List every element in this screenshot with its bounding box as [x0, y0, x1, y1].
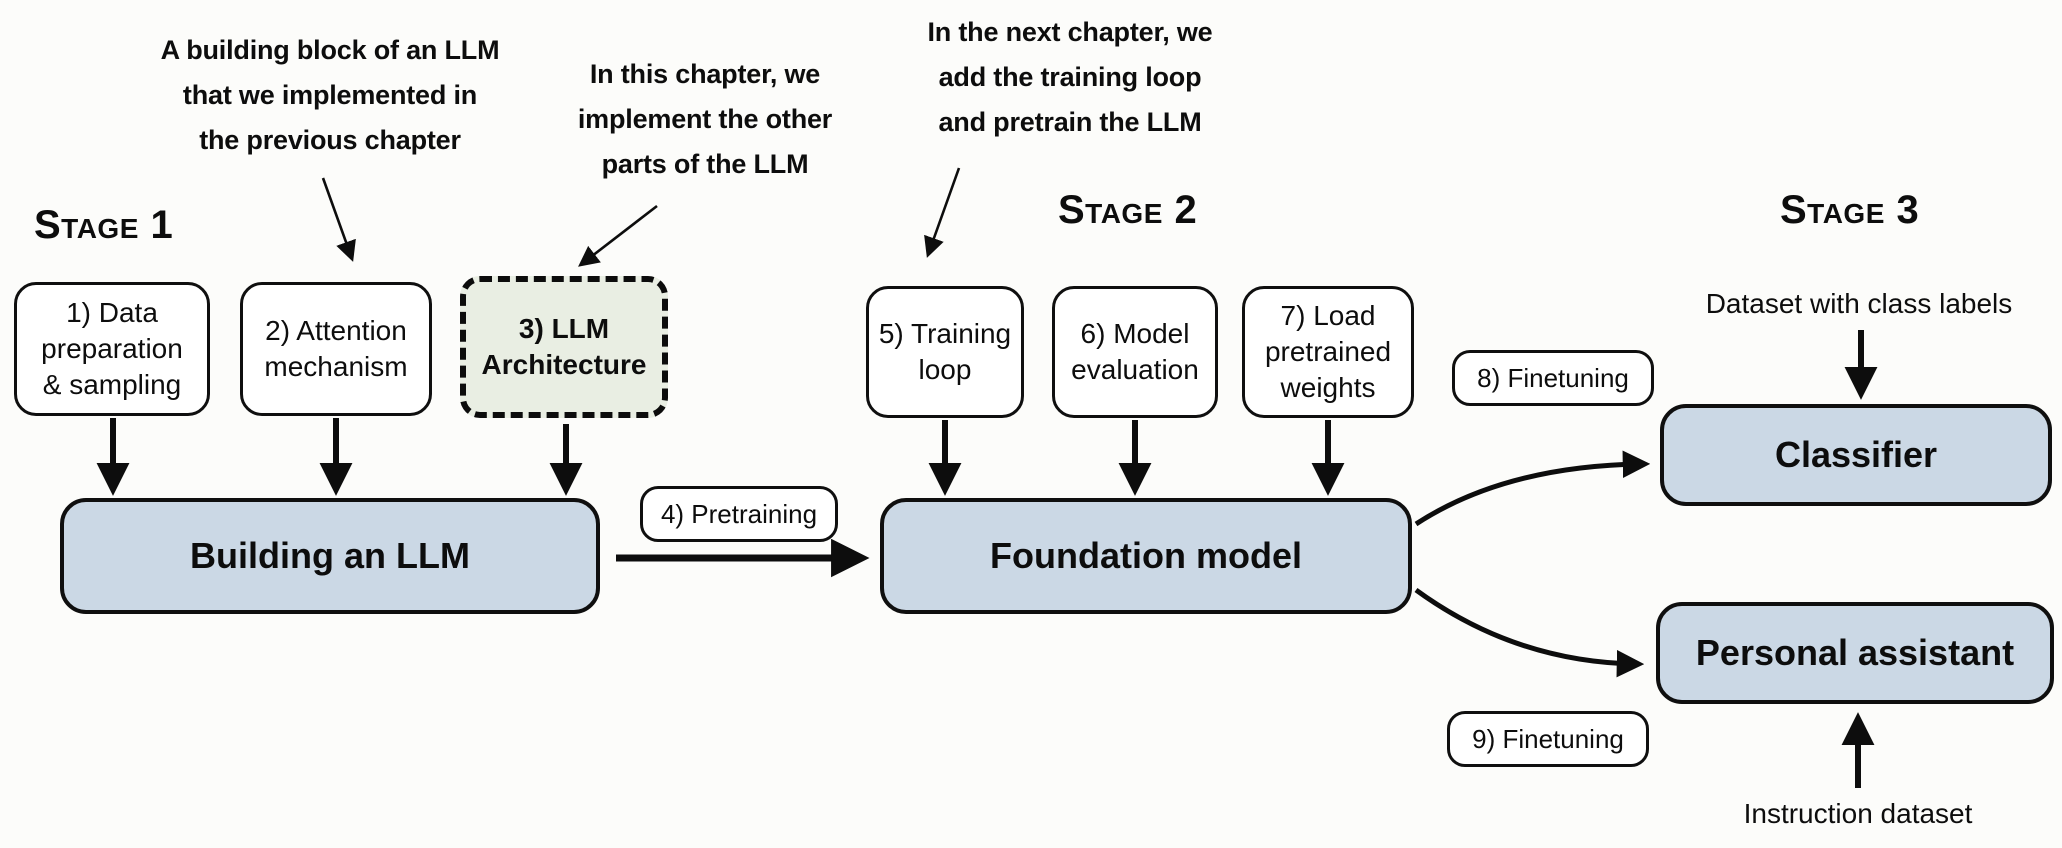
- step-box-data-preparation: 1) Data preparation & sampling: [14, 282, 210, 416]
- main-box-building-an-llm: Building an LLM: [60, 498, 600, 614]
- annotation-building-block: A building block of an LLM that we imple…: [160, 35, 500, 155]
- main-box-foundation-model: Foundation model: [880, 498, 1412, 614]
- arrow-annotation-to-attention: [321, 177, 356, 262]
- arrow-annotation-to-architecture: [578, 204, 658, 267]
- step-box-attention-mechanism: 2) Attention mechanism: [240, 282, 432, 416]
- annotation-next-chapter: In the next chapter, we add the training…: [927, 17, 1213, 137]
- main-box-classifier: Classifier: [1660, 404, 2052, 506]
- step-box-finetuning-assistant: 9) Finetuning: [1447, 711, 1649, 767]
- stage-3-label: Stage 3: [1780, 188, 1920, 232]
- stage-2-label: Stage 2: [1058, 188, 1198, 232]
- step-box-llm-architecture: 3) LLM Architecture: [460, 276, 668, 418]
- main-box-personal-assistant: Personal assistant: [1656, 602, 2054, 704]
- step-box-training-loop: 5) Training loop: [866, 286, 1024, 418]
- label-dataset-with-class-labels: Dataset with class labels: [1705, 288, 2013, 319]
- step-box-load-pretrained-weights: 7) Load pretrained weights: [1242, 286, 1414, 418]
- annotation-this-chapter: In this chapter, we implement the other …: [577, 59, 833, 179]
- step-box-model-evaluation: 6) Model evaluation: [1052, 286, 1218, 418]
- stage-1-label: Stage 1: [34, 203, 174, 247]
- step-box-pretraining: 4) Pretraining: [640, 486, 838, 542]
- step-box-finetuning-classifier: 8) Finetuning: [1452, 350, 1654, 406]
- arrow-foundation-to-classifier: [1414, 450, 1651, 527]
- arrow-foundation-to-assistant: [1414, 587, 1645, 678]
- label-instruction-dataset: Instruction dataset: [1743, 798, 1973, 829]
- arrow-annotation-to-training-loop: [924, 167, 961, 258]
